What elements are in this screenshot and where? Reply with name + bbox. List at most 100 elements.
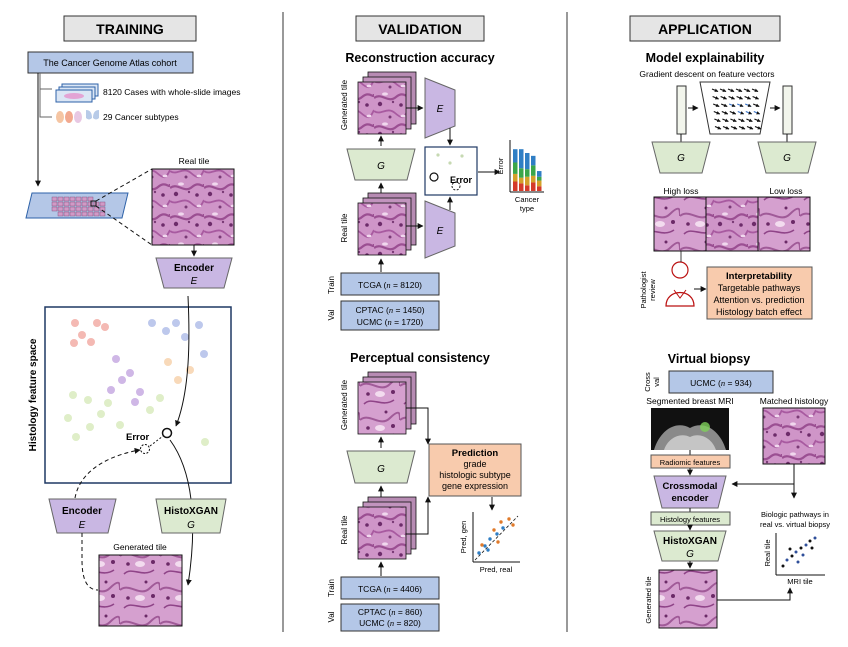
feature-dots [64, 319, 209, 446]
feature-dot [84, 396, 92, 404]
feature-dot [131, 398, 139, 406]
vector-field-arrow [738, 125, 746, 130]
feature-dot [71, 319, 79, 327]
slide-grid-cell [51, 201, 58, 207]
cancer-type-line2: type [520, 204, 534, 213]
cross-val-line2: val [652, 377, 661, 387]
biopsy-generated-label: Generated tile [644, 576, 653, 623]
error-bar-segment [525, 185, 530, 191]
vector-field-arrow [746, 125, 754, 130]
encoder2-block [48, 498, 117, 534]
biopsy-scatter-dot [794, 550, 798, 554]
error-bar-segment [525, 169, 530, 177]
real-tile-image [151, 168, 235, 246]
slide-grid-cell [81, 196, 88, 202]
feature-dot [172, 319, 180, 327]
vector-field-arrow [712, 95, 719, 100]
percep-title: Perceptual consistency [350, 351, 490, 365]
pred-scatter-dot [499, 520, 503, 524]
slide-grid-cell [75, 206, 82, 212]
encoder2-symbol: E [79, 520, 86, 531]
feature-dot [118, 376, 126, 384]
biopsy-histoxgan-label: HistoXGAN [663, 536, 717, 547]
vector-field-arrow [728, 95, 735, 100]
real-point [161, 427, 173, 439]
slide-grid-cell [87, 196, 94, 202]
interp-title: Interpretability [726, 271, 793, 282]
recon-val-box [340, 300, 440, 331]
error-bar-segment [525, 153, 530, 170]
feature-dot [146, 406, 154, 414]
vector-field-arrow [722, 125, 730, 130]
feature-dot [174, 376, 182, 384]
zoom-lines [95, 168, 153, 246]
slide-grid-cell [81, 206, 88, 212]
feature-dot [78, 331, 86, 339]
error-line [149, 435, 164, 447]
error-label: Error [126, 432, 150, 443]
feature-dot [201, 438, 209, 446]
gen-to-prediction-arrow [406, 407, 431, 445]
slide-grid-cell [57, 211, 64, 217]
error-bar-segment [519, 183, 524, 191]
slide-grid-cell [69, 206, 76, 212]
cases-label: 8120 Cases with whole-slide images [103, 87, 241, 97]
slide-grid-cell [69, 211, 76, 217]
error-bar-segment [519, 168, 524, 178]
vector-field-arrow [753, 110, 761, 115]
feature-dot [69, 391, 77, 399]
training-panel: TRAINING The Cancer Genome Atlas cohort … [25, 15, 241, 627]
feature-dot [112, 355, 120, 363]
recon-g-block [346, 148, 416, 181]
explain-g-right [757, 141, 817, 174]
percep-generated-label: Generated tile [340, 379, 349, 430]
recon-e-bottom [424, 200, 456, 259]
error-bar-segment [525, 176, 530, 186]
encoder-to-feature-arrow [175, 295, 190, 427]
cross-val-line1: Cross [643, 372, 652, 392]
error-bar-segment [531, 155, 536, 166]
slide-grid-cell [57, 196, 64, 202]
slide-grid-cell [75, 196, 82, 202]
matched-label: Matched histology [760, 396, 829, 406]
histoxgan-label: HistoXGAN [164, 506, 218, 517]
recon-gen-point [451, 181, 461, 191]
vector-field-arrow [729, 110, 737, 115]
pred-scatter-dot [480, 543, 484, 547]
interp-item-1: Targetable pathways [718, 283, 801, 293]
encoder-symbol: E [191, 276, 198, 287]
histology-features-label: Histology features [660, 515, 720, 524]
interp-box [706, 266, 813, 320]
percep-val-box [340, 603, 440, 632]
error-bar-segment [537, 176, 542, 181]
vector-field-arrow [754, 125, 762, 130]
slide-grid-cell [93, 206, 100, 212]
cohort-bracket [39, 73, 52, 118]
feature-vector-left [676, 85, 687, 135]
mri-image [651, 408, 729, 450]
feature-dot [86, 423, 94, 431]
histoxgan-symbol: G [187, 520, 195, 531]
feature-dot [101, 323, 109, 331]
vector-field-arrow [736, 95, 743, 100]
generated-tile-image [98, 554, 183, 627]
recon-generated-label: Generated tile [340, 79, 349, 130]
slide-grid-cell [99, 201, 106, 207]
vector-field-arrow [712, 103, 720, 108]
biopsy-ucmc: UCMC (n = 934) [690, 378, 752, 388]
generated-to-encoder-line [81, 533, 99, 591]
biopsy-histoxgan-symbol: G [686, 549, 694, 560]
slide-grid-cell [57, 206, 64, 212]
biologic-line1: Biologic pathways in [761, 510, 829, 519]
vector-field-arrow [744, 95, 751, 100]
explain-tile-1 [653, 196, 707, 252]
vector-field-arrow [721, 110, 729, 115]
vector-field-arrow [711, 88, 719, 93]
pred-gen-axis: Pred, gen [459, 521, 468, 554]
recon-val-label: Val [327, 309, 336, 320]
recon-real-stack [357, 192, 417, 256]
real-to-prediction-arrow [406, 496, 431, 535]
percep-tcga-box [340, 576, 440, 600]
vector-field-arrow [727, 88, 735, 93]
tcga-cohort-label: The Cancer Genome Atlas cohort [43, 58, 177, 68]
